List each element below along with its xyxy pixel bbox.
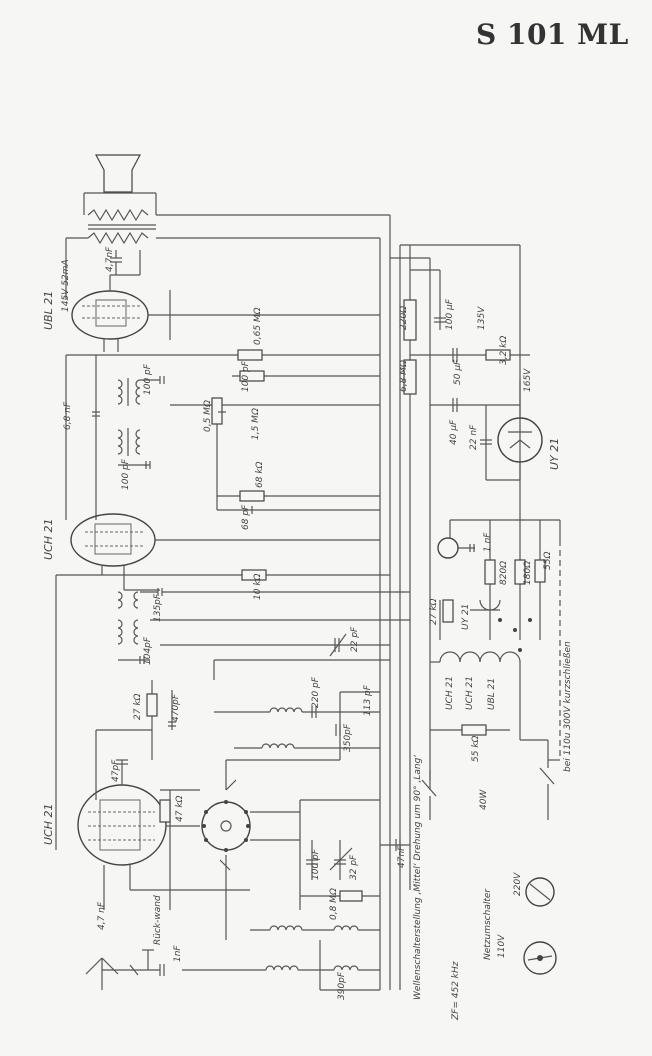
label-r-68m: 6,8 MΩ — [399, 360, 409, 392]
label-r-220: 220Ω — [399, 306, 409, 330]
label-c-50uf: 50 µF — [453, 359, 463, 385]
label-c-22pf: 22 pF — [350, 626, 360, 652]
tube-label-uy21: UY 21 — [548, 438, 561, 470]
label-kurzschl: bei 110u 300V kurzschließen — [563, 641, 573, 772]
label-v-110: 110V — [497, 934, 507, 958]
label-c-40uf: 40 µF — [449, 419, 459, 445]
label-c-1nf: 1nF — [173, 945, 183, 962]
note-wave-switch: Wellenschalterstellung ‚Mittel‘ Drehung … — [413, 755, 423, 1000]
tube-uch21-top — [70, 513, 380, 591]
antenna-icon — [85, 949, 165, 990]
tube-label-uch21-bottom: UCH 21 — [42, 804, 55, 846]
label-c-104pf: 104pF — [143, 636, 153, 665]
label-c-22nf: 22 nF — [469, 424, 479, 450]
antenna-coils — [182, 925, 380, 991]
label-r-0-8: 0,8 MΩ — [329, 888, 339, 920]
label-ubl-rating: 145V 52mA — [61, 259, 71, 312]
mains-switch — [421, 740, 555, 820]
label-v-165: 165V — [523, 368, 533, 392]
label-c-100uf: 100 µF — [445, 298, 455, 330]
label-r-32k: 3,2 kΩ — [499, 336, 509, 365]
tube-uy21 — [497, 380, 543, 480]
wave-switch — [201, 759, 340, 940]
label-r-0-5: 0,5 MΩ — [203, 400, 213, 432]
label-r-47k: 47 kΩ — [175, 795, 185, 822]
lower-tuning-network — [299, 799, 410, 910]
label-c-135pf: 135pF — [153, 593, 163, 622]
if-transformer-2 — [117, 428, 151, 469]
tube-ubl21 — [71, 250, 380, 352]
label-c-390pf: 390pF — [337, 971, 347, 1000]
tuning-indicator-network — [437, 519, 561, 652]
filament-chain — [430, 651, 548, 741]
label-r-68k: 68 kΩ — [255, 461, 265, 488]
voltage-selector — [523, 877, 557, 975]
resistor-10k — [55, 569, 390, 850]
tube-label-ubl21: UBL 21 — [42, 291, 55, 330]
label-c-4-7nf: 4,7nF — [105, 246, 115, 272]
label-c-47pf: 47pF — [111, 759, 121, 782]
osc-coil-2 — [117, 619, 410, 664]
label-r-55k: 55 kΩ — [471, 735, 481, 762]
label-r-180: 180Ω — [523, 561, 533, 585]
output-transformer — [87, 208, 156, 245]
speaker-icon — [83, 154, 157, 215]
page-title: S 101 ML — [476, 18, 629, 51]
supply-rails — [65, 214, 521, 990]
label-r-27k: 27 kΩ — [133, 693, 143, 720]
label-c-220pf: 220 pF — [311, 676, 321, 708]
label-r-820: 820Ω — [499, 561, 509, 585]
resistor-68k — [217, 490, 380, 514]
label-v-220: 220V — [513, 872, 523, 896]
osc-coil-1 — [117, 588, 410, 609]
label-r-1-5: 1,5 MΩ — [251, 408, 261, 440]
label-c-100pf-b: 100 pF — [121, 458, 131, 490]
label-ruckwand: Rück-wand — [153, 895, 163, 945]
label-c-1nf-b: 1 nF — [483, 532, 493, 552]
label-c-47nf: 47nF — [397, 845, 407, 868]
capacitor-4-7nf — [110, 250, 122, 275]
label-tuning-tube: UY 21 — [461, 604, 471, 630]
tube-uch21-bottom — [77, 729, 250, 910]
label-r-10k: 10 kΩ — [253, 573, 263, 600]
label-c-100pf-c: 100 pF — [311, 848, 321, 880]
label-c-350pf: 350pF — [343, 723, 353, 752]
label-c-100pf: 100 pF — [143, 363, 153, 395]
trimmer-22pf — [160, 633, 390, 680]
power-supply-filter — [403, 270, 530, 481]
coil-350pf — [234, 724, 380, 749]
label-r-27k-b: 27 kΩ — [429, 598, 439, 625]
label-c-6-8nf: 6,8 nF — [63, 401, 73, 430]
label-c-68pf: 68 pF — [241, 504, 251, 530]
resistor-47k — [159, 799, 171, 823]
label-c-100pf-top: 100 pF — [241, 360, 251, 392]
grid-feed-network — [65, 349, 380, 520]
label-c-47nf-b: 4,7 nF — [97, 901, 107, 930]
note-if-frequency: ZF= 452 kHz — [451, 961, 461, 1021]
label-fil-uch1: UCH 21 — [445, 676, 455, 710]
label-fil-uch2: UCH 21 — [465, 676, 475, 710]
label-fil-ubl: UBL 21 — [487, 678, 497, 710]
label-c-470pf: 470pF — [171, 693, 181, 722]
label-v-135: 135V — [477, 306, 487, 330]
label-c-32pf: 32 pF — [349, 854, 359, 880]
resistor-27k — [146, 680, 176, 760]
volume-potentiometer — [170, 370, 380, 510]
if-transformer-1 — [117, 376, 165, 406]
shorting-jumper — [548, 540, 561, 761]
label-w40: 40W — [479, 789, 489, 810]
label-r-55: 55Ω — [543, 552, 553, 570]
tube-label-uch21-top: UCH 21 — [42, 519, 55, 561]
label-c-113pf: 113 pF — [363, 684, 373, 716]
label-r-0-65: 0,65 MΩ — [253, 307, 263, 345]
coil-220pf — [214, 691, 380, 760]
label-netzumschalter: Netzumschalter — [483, 888, 493, 960]
